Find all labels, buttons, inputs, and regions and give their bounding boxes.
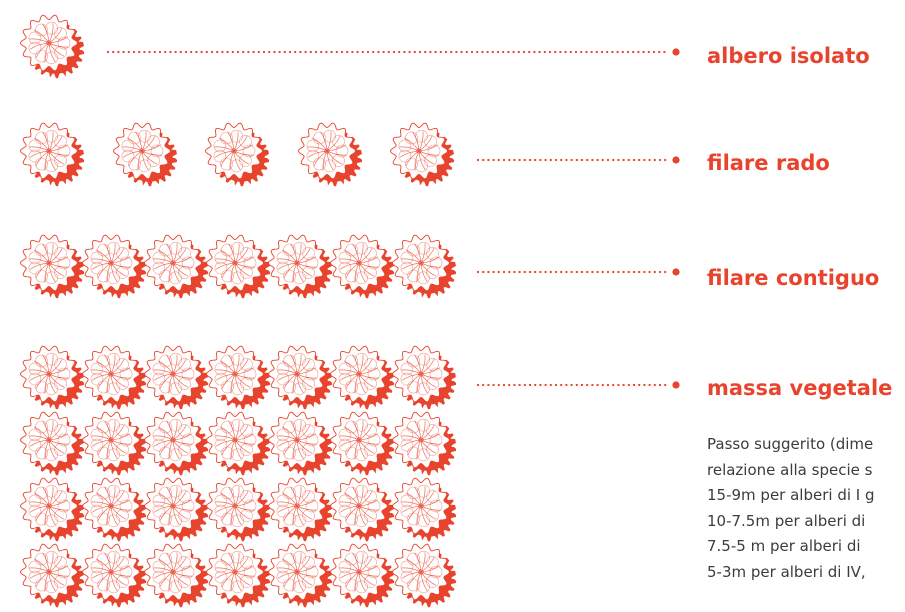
note-line: Passo suggerito (dime [707, 435, 874, 453]
tree-crown-icon [265, 233, 333, 301]
tree-crown-icon [389, 344, 457, 412]
tree-crown-icon [17, 13, 85, 81]
tree-crown-icon [141, 476, 209, 544]
tree-crown-icon [203, 410, 271, 478]
tree-crown-icon [327, 344, 395, 412]
label-massa-vegetale: massa vegetale [707, 376, 893, 400]
note-line: 5-3m per alberi di IV, [707, 562, 866, 581]
tree-crown-icon [389, 542, 457, 610]
tree-crown-icon [17, 233, 85, 301]
tree-crown-icon [203, 542, 271, 610]
tree-crown-icon [265, 344, 333, 412]
leader-line [476, 267, 682, 277]
tree-crown-icon [295, 121, 363, 189]
note-line: relazione alla specie s [707, 460, 873, 479]
tree-crown-icon [141, 542, 209, 610]
label-albero-isolato: albero isolato [707, 44, 870, 68]
leader-line [106, 47, 682, 57]
tree-crown-icon [79, 344, 147, 412]
label-filare-contiguo: filare contiguo [707, 266, 880, 290]
label-filare-rado: filare rado [707, 151, 830, 175]
tree-crown-icon [389, 410, 457, 478]
tree-crown-icon [265, 542, 333, 610]
note-line: 7.5-5 m per alberi di [707, 537, 861, 555]
note-line: 10-7.5m per alberi di [707, 511, 866, 530]
tree-crown-icon [203, 476, 271, 544]
tree-crown-icon [79, 233, 147, 301]
tree-crown-icon [327, 476, 395, 544]
tree-crown-icon [202, 121, 270, 189]
tree-crown-icon [327, 542, 395, 610]
tree-crown-icon [17, 344, 85, 412]
tree-crown-icon [79, 410, 147, 478]
tree-crown-icon [387, 121, 455, 189]
leader-line [476, 155, 682, 165]
tree-crown-icon [141, 410, 209, 478]
tree-crown-icon [110, 121, 178, 189]
tree-crown-icon [79, 476, 147, 544]
tree-crown-icon [265, 410, 333, 478]
tree-crown-icon [17, 542, 85, 610]
tree-crown-icon [17, 410, 85, 478]
tree-crown-icon [389, 233, 457, 301]
tree-crown-icon [17, 121, 85, 189]
tree-crown-icon [141, 344, 209, 412]
tree-crown-icon [265, 476, 333, 544]
tree-crown-icon [389, 476, 457, 544]
tree-crown-icon [203, 344, 271, 412]
leader-line [476, 380, 682, 390]
tree-crown-icon [327, 233, 395, 301]
tree-crown-icon [17, 476, 85, 544]
tree-crown-icon [203, 233, 271, 301]
note-line: 15-9m per alberi di I g [707, 486, 875, 504]
tree-crown-icon [327, 410, 395, 478]
tree-crown-icon [141, 233, 209, 301]
spacing-notes: Passo suggerito (dime relazione alla spe… [707, 432, 875, 585]
tree-crown-icon [79, 542, 147, 610]
